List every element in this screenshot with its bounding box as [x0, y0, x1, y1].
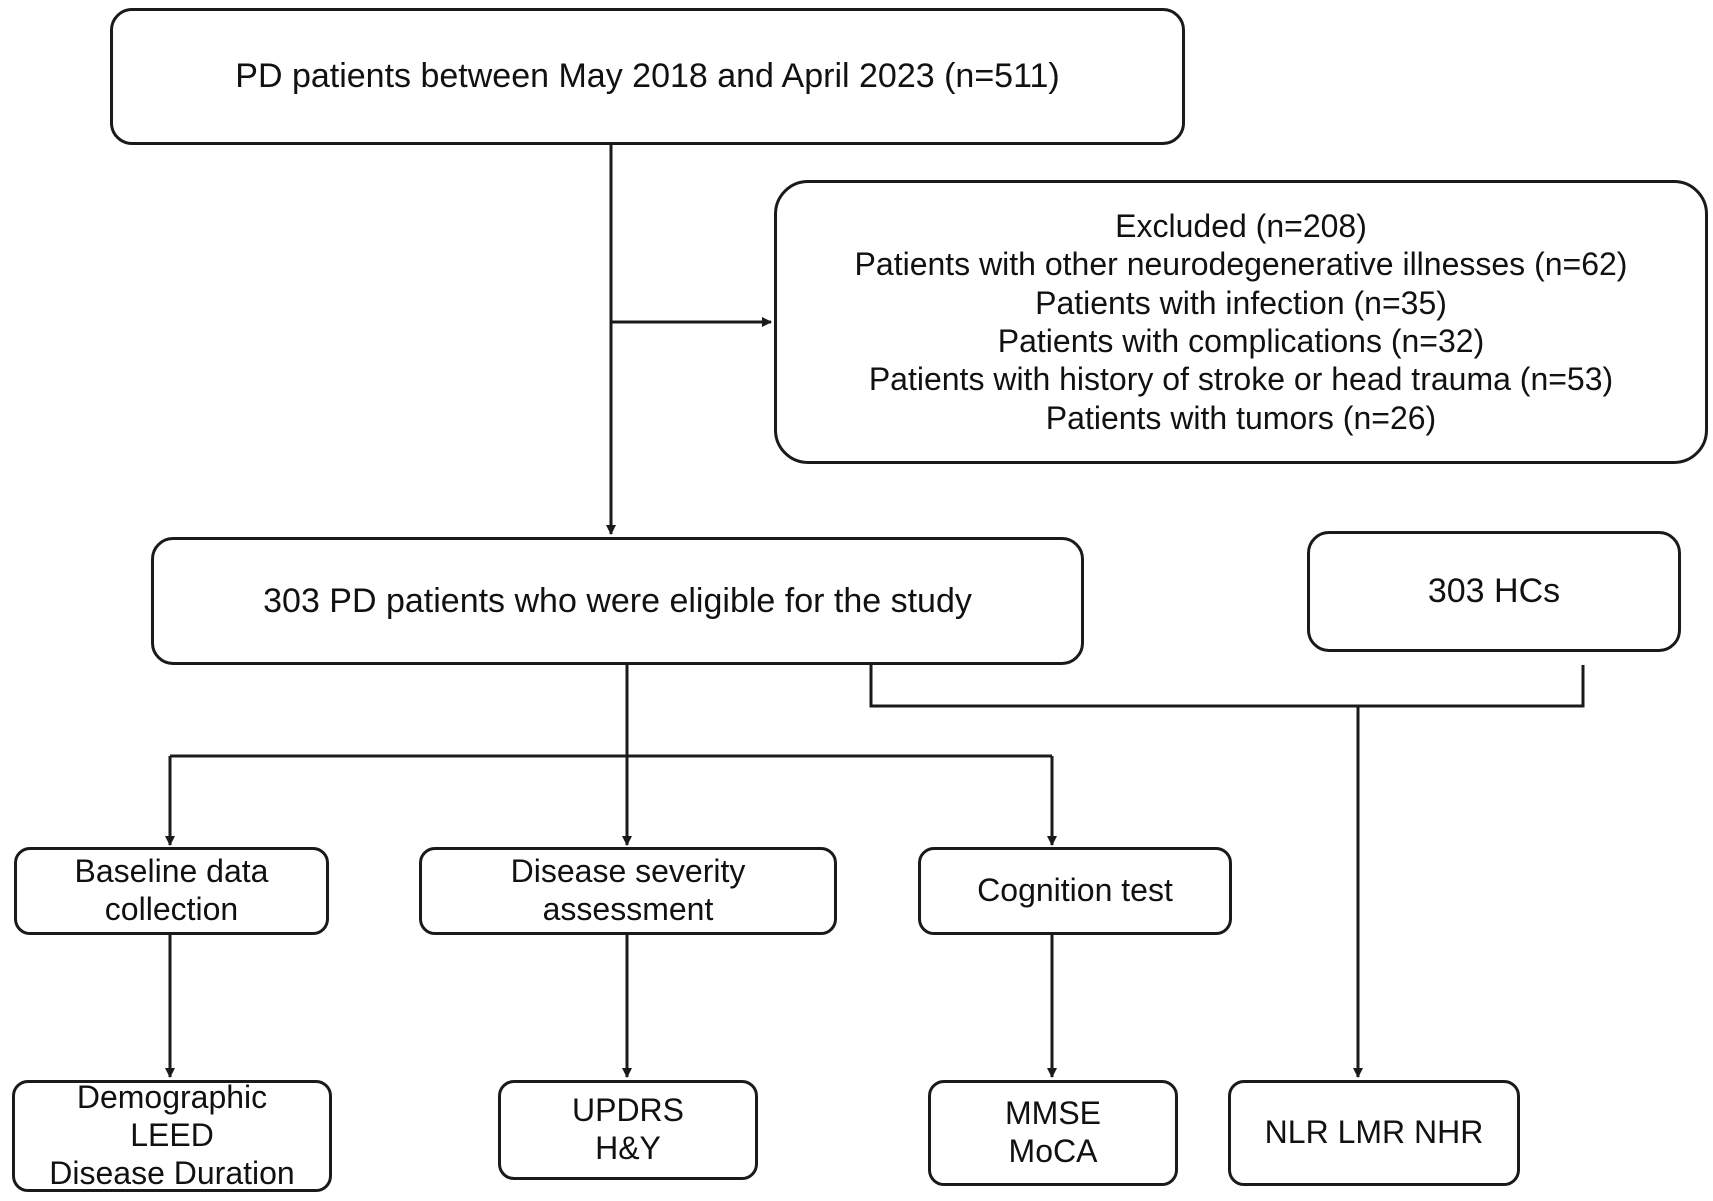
baseline-collection-line2: collection: [104, 891, 239, 927]
excluded-total: Excluded (n=208): [1115, 207, 1367, 244]
baseline-collection-line1: Baseline data: [74, 853, 269, 890]
measure-mmse: MMSE: [1005, 1095, 1101, 1132]
severity-assessment-line2: assessment: [542, 891, 714, 927]
cognition-test-box: Cognition test: [918, 847, 1232, 935]
baseline-collection-box: Baseline data collection: [14, 847, 329, 935]
measure-moca: MoCA: [1008, 1133, 1098, 1169]
severity-measures-box: UPDRS H&Y: [498, 1080, 758, 1180]
measure-leed: LEED: [130, 1117, 214, 1154]
inflammation-measures-box: NLR LMR NHR: [1228, 1080, 1520, 1186]
line-join-bracket: [869, 665, 1585, 708]
excluded-neurodegenerative: Patients with other neurodegenerative il…: [854, 246, 1628, 283]
severity-assessment-box: Disease severity assessment: [419, 847, 837, 935]
healthy-controls-box: 303 HCs: [1307, 531, 1681, 652]
measure-updrs: UPDRS: [571, 1092, 684, 1129]
healthy-controls-label: 303 HCs: [1427, 572, 1561, 611]
excluded-infection: Patients with infection (n=35): [1035, 284, 1447, 321]
cognition-measures-box: MMSE MoCA: [928, 1080, 1178, 1186]
excluded-stroke-trauma: Patients with history of stroke or head …: [868, 361, 1614, 398]
baseline-measures-box: Demographic LEED Disease Duration: [12, 1080, 332, 1192]
excluded-complications: Patients with complications (n=32): [997, 323, 1485, 359]
initial-cohort-label: PD patients between May 2018 and April 2…: [235, 57, 1060, 96]
eligible-cohort-box: 303 PD patients who were eligible for th…: [151, 537, 1084, 665]
measure-nlr-lmr-nhr: NLR LMR NHR: [1264, 1114, 1484, 1151]
cognition-test-label: Cognition test: [977, 872, 1173, 909]
excluded-box: Excluded (n=208) Patients with other neu…: [774, 180, 1708, 464]
measure-demographic: Demographic: [76, 1080, 268, 1116]
measure-hy: H&Y: [595, 1130, 661, 1166]
initial-cohort-box: PD patients between May 2018 and April 2…: [110, 8, 1185, 145]
measure-disease-duration: Disease Duration: [49, 1154, 295, 1191]
severity-assessment-line1: Disease severity: [510, 853, 746, 890]
excluded-tumors: Patients with tumors (n=26): [1045, 399, 1437, 436]
eligible-cohort-label: 303 PD patients who were eligible for th…: [263, 581, 972, 620]
